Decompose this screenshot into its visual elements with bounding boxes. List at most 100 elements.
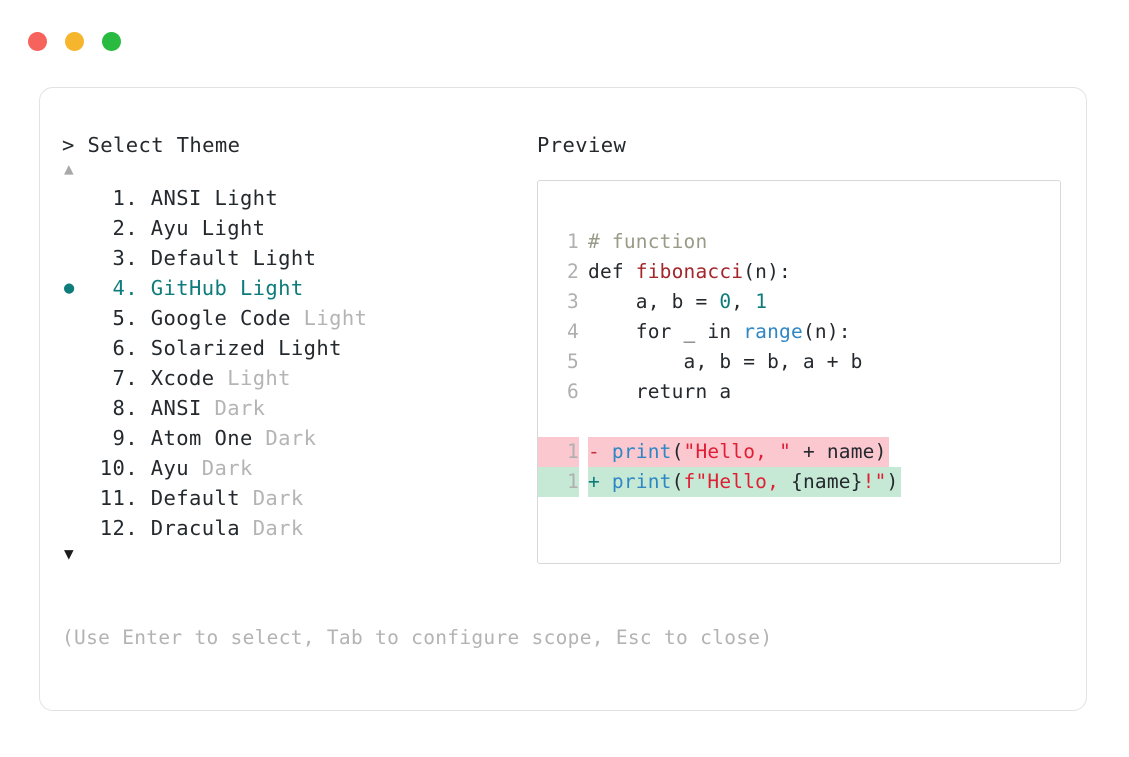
code-line-content: a, b = 0, 1 [588,287,767,317]
code-line-number: 6 [567,380,579,403]
theme-item-number: 6. [99,336,138,360]
theme-item-name: Dracula [150,516,240,540]
theme-item-gap [138,396,151,420]
code-token: print [611,470,672,493]
code-token: , [731,290,756,313]
theme-item-variant-label: Dark [201,396,266,420]
theme-item-variant-label: Dark [188,456,253,480]
code-line-number: 3 [567,290,579,313]
selected-bullet-icon: ● [64,278,75,298]
code-line-number: 1 [538,467,579,497]
theme-item-gap [138,336,151,360]
code-token: 1 [755,290,768,313]
theme-item-name: Xcode [150,366,215,390]
theme-list-item[interactable]: 9. Atom One Dark [62,423,532,453]
code-token: return a [588,380,732,403]
code-blank-line [538,407,1060,437]
code-line: 1# function [538,227,1060,257]
theme-item-number: 3. [99,246,138,270]
theme-item-gap [138,426,151,450]
scroll-up-arrow[interactable]: ▲ [64,159,74,178]
code-token: # function [588,230,708,253]
theme-item-number: 11. [99,486,138,510]
theme-item-gap [138,516,151,540]
theme-item-number: 7. [99,366,138,390]
code-token: {name} [791,470,863,493]
theme-item-number: 12. [99,516,138,540]
theme-list-item[interactable]: 11. Default Dark [62,483,532,513]
theme-item-variant-label: Dark [252,426,317,450]
theme-list[interactable]: 1. ANSI Light 2. Ayu Light 3. Default Li… [62,183,532,543]
code-line: 4 for _ in range(n): [538,317,1060,347]
code-token: print [611,440,672,463]
theme-list-item[interactable]: ● 4. GitHub Light [62,273,532,303]
diff-line-content: - print("Hello, " + name) [588,437,889,467]
code-line-number: 1 [538,437,579,467]
theme-item-gap [138,306,151,330]
theme-list-item[interactable]: 10. Ayu Dark [62,453,532,483]
code-token: a, b = b, a + b [588,350,863,373]
theme-list-item[interactable]: 2. Ayu Light [62,213,532,243]
theme-item-name: Default Light [150,246,317,270]
scroll-down-arrow[interactable]: ▼ [64,544,74,563]
theme-list-item[interactable]: 12. Dracula Dark [62,513,532,543]
code-token: f"Hello, [683,470,792,493]
code-token: def [588,260,636,283]
theme-item-variant-label: Light [214,366,291,390]
theme-item-number: 5. [99,306,138,330]
theme-item-name: Ayu Light [150,216,266,240]
theme-item-gap [138,456,151,480]
diff-minus-sign: - [588,440,612,463]
code-token: for _ in [588,320,744,343]
diff-plus-sign: + [588,470,612,493]
theme-list-item[interactable]: 7. Xcode Light [62,363,532,393]
code-line-content: # function [588,227,707,257]
theme-list-item[interactable]: 5. Google Code Light [62,303,532,333]
window-maximize-button[interactable] [102,32,121,51]
theme-item-variant-label: Dark [239,486,304,510]
window-close-button[interactable] [28,32,47,51]
code-line-content: for _ in range(n): [588,317,851,347]
code-token: a, b = [588,290,720,313]
code-token: fibonacci [635,260,744,283]
theme-picker-panel: > Select Theme ▲ 1. ANSI Light 2. Ayu Li… [62,132,532,565]
code-line-number: 5 [567,350,579,373]
theme-item-variant-label: Light [290,306,368,330]
theme-item-name: GitHub Light [150,276,304,300]
diff-removed-line: 1 - print("Hello, " + name) [538,437,1060,467]
theme-list-item[interactable]: 3. Default Light [62,243,532,273]
picker-prompt: > Select Theme [62,133,241,157]
theme-item-gap [138,186,151,210]
theme-item-variant-label: Dark [239,516,304,540]
code-token: "Hello, " [683,440,792,463]
code-token: !" [862,470,887,493]
code-line: 5 a, b = b, a + b [538,347,1060,377]
theme-item-gap [138,276,151,300]
diff-added-line: 1 + print(f"Hello, {name}!") [538,467,1060,497]
code-line-number: 2 [567,260,579,283]
theme-item-number: 10. [99,456,138,480]
code-line-content: def fibonacci(n): [588,257,791,287]
theme-item-number: 9. [99,426,138,450]
theme-item-number: 1. [99,186,138,210]
theme-list-item[interactable]: 6. Solarized Light [62,333,532,363]
theme-list-item[interactable]: 1. ANSI Light [62,183,532,213]
theme-item-name: Atom One [150,426,253,450]
window-titlebar [28,32,121,51]
diff-line-content: + print(f"Hello, {name}!") [588,467,901,497]
code-token: ) [886,470,899,493]
code-line-content: return a [588,377,731,407]
code-line-content: a, b = b, a + b [588,347,863,377]
theme-item-number: 2. [99,216,138,240]
theme-list-item[interactable]: 8. ANSI Dark [62,393,532,423]
preview-title: Preview [537,133,627,157]
theme-item-gap [138,366,151,390]
theme-item-name: ANSI Light [150,186,279,210]
theme-item-gap [138,246,151,270]
window-minimize-button[interactable] [65,32,84,51]
code-token: 0 [719,290,732,313]
theme-item-name: Solarized Light [150,336,342,360]
theme-item-name: ANSI [150,396,202,420]
